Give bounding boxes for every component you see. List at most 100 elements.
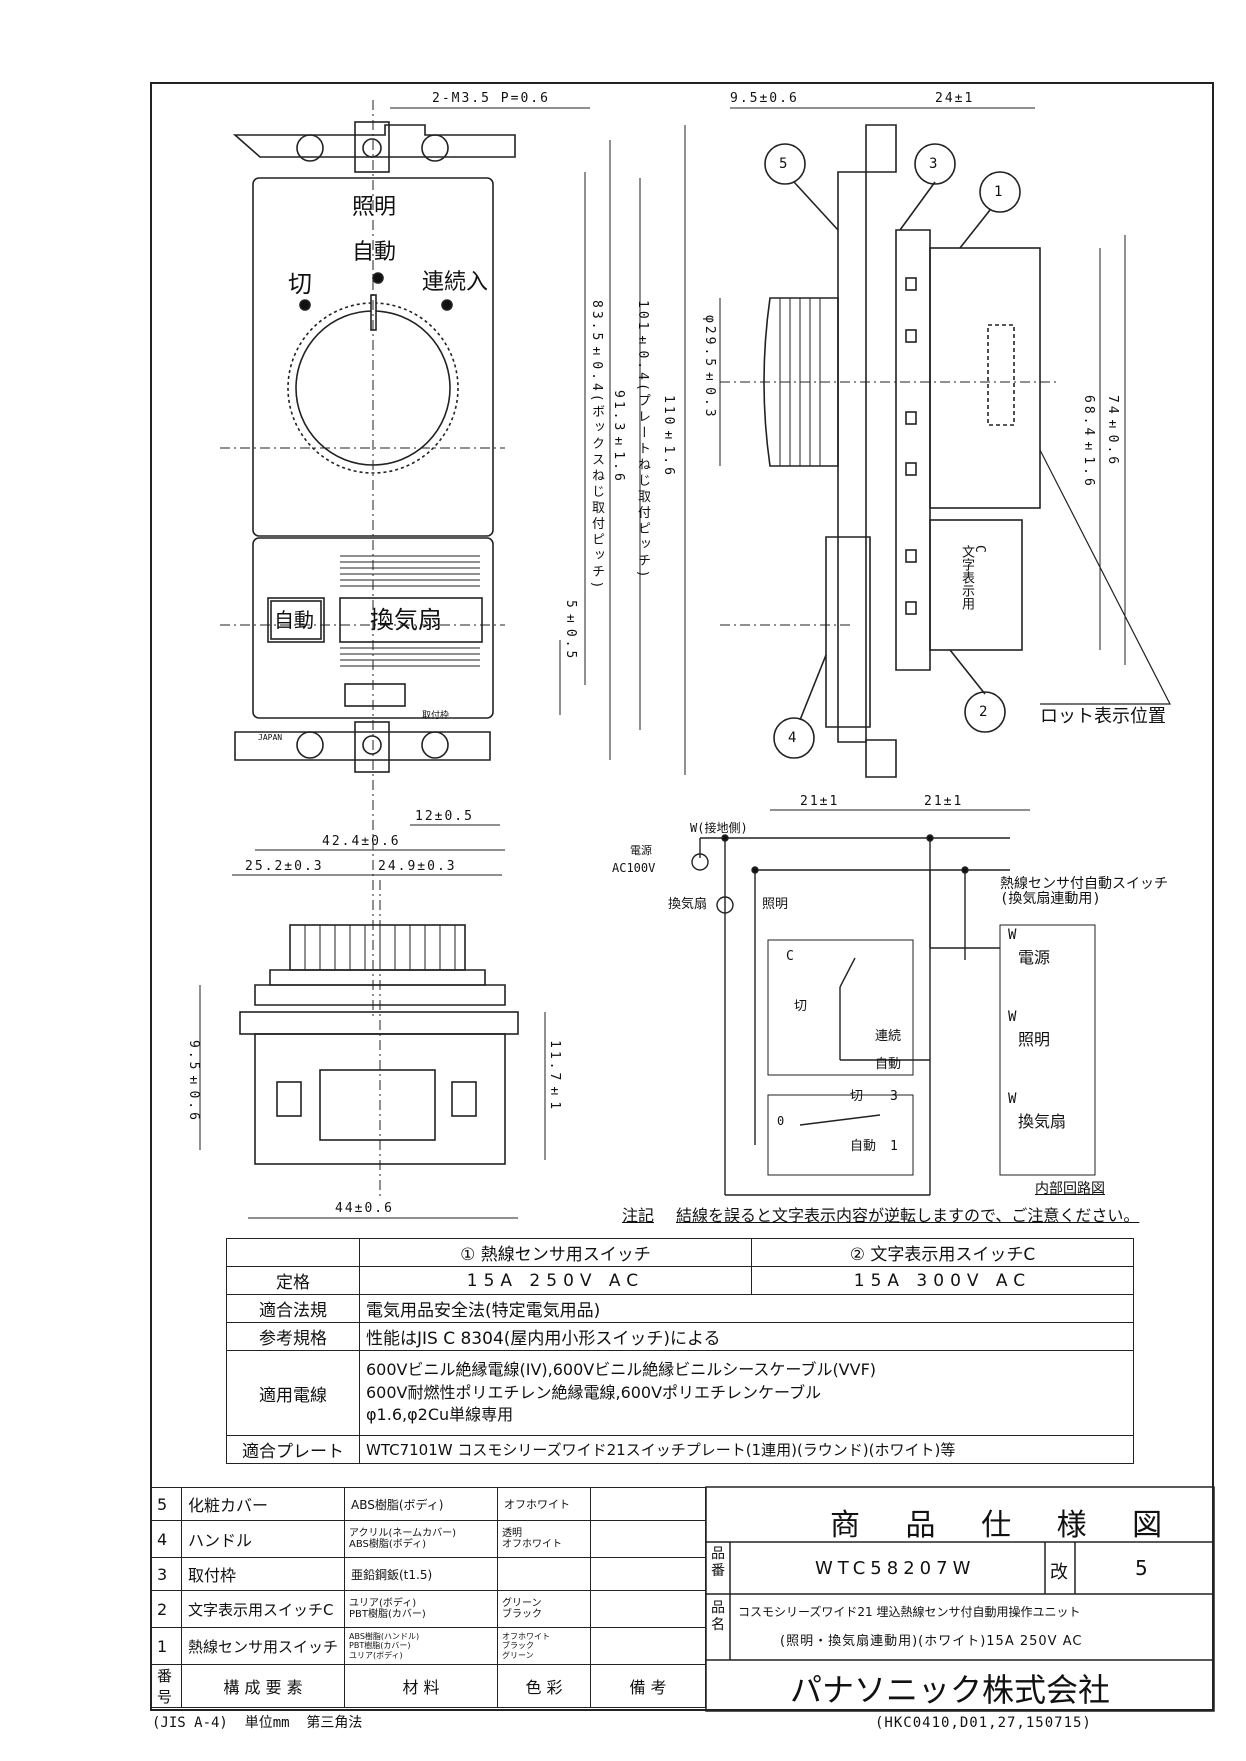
- circuit-power: 電源: [630, 844, 652, 857]
- hinmei-line2: (照明・換気扇連動用)(ホワイト)15A 250V AC: [780, 1634, 1083, 1649]
- face-label-light: 照明: [352, 195, 397, 220]
- spec-row-law: 適合法規 電気用品安全法(特定電気用品): [226, 1294, 1134, 1323]
- circuit-auto: 自動: [875, 1057, 902, 1072]
- part-remark: [590, 1557, 706, 1591]
- dim-screw: 2-M3.5 P=0.6: [432, 91, 550, 106]
- spec-col2: ② 文字表示用スイッチC: [750, 1238, 1135, 1267]
- circuit-power2: 電源: [1018, 948, 1051, 967]
- spec-row-value: 電気用品安全法(特定電気用品): [359, 1294, 1134, 1323]
- circuit-light2: 照明: [1018, 1030, 1051, 1049]
- dimension-lines: [199, 107, 1126, 1219]
- dim-9: 9.5±0.6: [186, 1040, 201, 1123]
- parts-head-material: 材 料: [344, 1664, 498, 1708]
- face-label-off: 切: [288, 270, 312, 298]
- side-lot-label: ロット表示位置: [1040, 706, 1166, 727]
- side-char-switch: C 文字表示用: [959, 545, 987, 610]
- face-auto-box: 自動: [274, 608, 314, 632]
- circuit-diagram[interactable]: [691, 834, 1096, 1196]
- drawing-sheet: [150, 82, 1214, 1711]
- spec-header-row: ① 熱線センサ用スイッチ ② 文字表示用スイッチC: [226, 1238, 1135, 1267]
- face-label-auto: 自動: [352, 240, 397, 265]
- callout-2: 2: [979, 704, 988, 720]
- dim-91: 91.3±1.6: [611, 390, 626, 484]
- spec-row-value: 性能はJIS C 8304(屋内用小形スイッチ)による: [359, 1322, 1134, 1351]
- parts-head-remark: 備 考: [590, 1664, 706, 1708]
- spec-row-rating: 定格 15A 250V AC 15A 300V AC: [226, 1266, 1135, 1295]
- circuit-off: 切: [794, 999, 808, 1014]
- circuit-fan: 換気扇: [668, 897, 708, 912]
- part-name: 化粧カバー: [181, 1487, 345, 1521]
- dim-bottom-left: 21±1: [800, 794, 840, 809]
- part-material: ABS樹脂(ハンドル) PBT樹脂(カバー) ユリア(ボディ): [344, 1627, 498, 1665]
- part-no: 3: [150, 1557, 182, 1591]
- circuit-light: 照明: [762, 897, 789, 912]
- hinmei-label: 品名: [711, 1600, 725, 1633]
- part-material: ユリア(ボディ) PBT樹脂(カバー): [344, 1590, 498, 1628]
- circuit-c: C: [786, 949, 794, 964]
- spec-row-key: 参考規格: [226, 1322, 360, 1351]
- hinmei-line1: コスモシリーズワイド21 埋込熱線センサ付自動用操作ユニット: [738, 1605, 1081, 1619]
- dim-74: 74±0.6: [1105, 395, 1120, 468]
- face-frame: 取付枠: [422, 711, 450, 721]
- dim-top-right: 24±1: [935, 91, 975, 106]
- part-color: 透明 オフホワイト: [497, 1520, 591, 1558]
- dim-11: 11.7±1: [547, 1040, 562, 1113]
- front-view: [220, 100, 516, 1020]
- part-remark: [590, 1487, 706, 1521]
- spec-row-key: 定格: [226, 1266, 360, 1295]
- parts-row: 2 文字表示用スイッチC ユリア(ボディ) PBT樹脂(カバー) グリーン ブラ…: [150, 1590, 706, 1628]
- kai: 5: [1135, 1556, 1148, 1580]
- dim-5: 5±0.5: [563, 600, 578, 662]
- part-color: [497, 1557, 591, 1591]
- dim-25: 25.2±0.3: [245, 859, 324, 874]
- parts-header-row: 番号 構 成 要 素 材 料 色 彩 備 考: [150, 1664, 706, 1708]
- part-material: 亜鉛鋼鈑(t1.5): [344, 1557, 498, 1591]
- parts-row: 4 ハンドル アクリル(ネームカバー) ABS樹脂(ボディ) 透明 オフホワイト: [150, 1520, 706, 1558]
- part-no: 5: [150, 1487, 182, 1521]
- dim-12: 12±0.5: [415, 809, 474, 824]
- hinban-label: 品番: [711, 1546, 725, 1579]
- part-color: オフホワイト: [497, 1487, 591, 1521]
- face-fan: 換気扇: [370, 606, 442, 634]
- part-name: 熱線センサ用スイッチ: [181, 1627, 345, 1665]
- dim-110: 110±1.6: [661, 395, 676, 478]
- circuit-w3: W: [1008, 1091, 1017, 1107]
- face-label-cont: 連続入: [422, 270, 489, 295]
- dim-dia: φ29.5±0.3: [702, 315, 717, 420]
- callout-4: 4: [788, 730, 797, 746]
- parts-head-name: 構 成 要 素: [181, 1664, 345, 1708]
- spec-table: ① 熱線センサ用スイッチ ② 文字表示用スイッチC 定格 15A 250V AC…: [226, 1238, 1135, 1464]
- kai-label: 改: [1050, 1562, 1068, 1583]
- circuit-n0: 0: [777, 1114, 785, 1128]
- side-view: [720, 124, 1171, 778]
- part-remark: [590, 1627, 706, 1665]
- dim-44: 44±0.6: [335, 1201, 394, 1216]
- parts-head-no: 番号: [150, 1664, 182, 1708]
- spec-row-key: 適合プレート: [226, 1435, 360, 1464]
- spec-rating-2: 15A 300V AC: [750, 1266, 1135, 1295]
- dim-24: 24.9±0.3: [378, 859, 457, 874]
- title-heading: 商 品 仕 様 図: [830, 1508, 1181, 1543]
- part-material: アクリル(ネームカバー) ABS樹脂(ボディ): [344, 1520, 498, 1558]
- spec-row-standard: 参考規格 性能はJIS C 8304(屋内用小形スイッチ)による: [226, 1322, 1134, 1351]
- part-no: 2: [150, 1590, 182, 1628]
- callout-3: 3: [929, 156, 938, 172]
- circuit-w2: W: [1008, 1009, 1017, 1025]
- dim-bottom-right: 21±1: [924, 794, 964, 809]
- parts-row: 1 熱線センサ用スイッチ ABS樹脂(ハンドル) PBT樹脂(カバー) ユリア(…: [150, 1627, 706, 1665]
- dim-42: 42.4±0.6: [322, 834, 401, 849]
- circuit-n1: 1: [890, 1139, 898, 1154]
- spec-rating-1: 15A 250V AC: [359, 1266, 752, 1295]
- spec-row-value: 600Vビニル絶縁電線(IV),600Vビニル絶縁ビニルシースケーブル(VVF)…: [359, 1350, 1134, 1436]
- callout-1: 1: [994, 184, 1003, 200]
- parts-table: 5 化粧カバー ABS樹脂(ボディ) オフホワイト 4 ハンドル アクリル(ネー…: [150, 1487, 706, 1708]
- circuit-n3: 3: [890, 1089, 898, 1104]
- circuit-w1: W: [1008, 927, 1017, 943]
- note-label: 注記: [622, 1206, 655, 1225]
- footer-right: (HKC0410,D01,27,150715): [875, 1715, 1092, 1731]
- hinban: WTC58207W: [815, 1558, 976, 1579]
- part-no: 4: [150, 1520, 182, 1558]
- circuit-w-ground: W(接地側): [690, 821, 748, 835]
- circuit-auto2: 自動: [850, 1139, 877, 1154]
